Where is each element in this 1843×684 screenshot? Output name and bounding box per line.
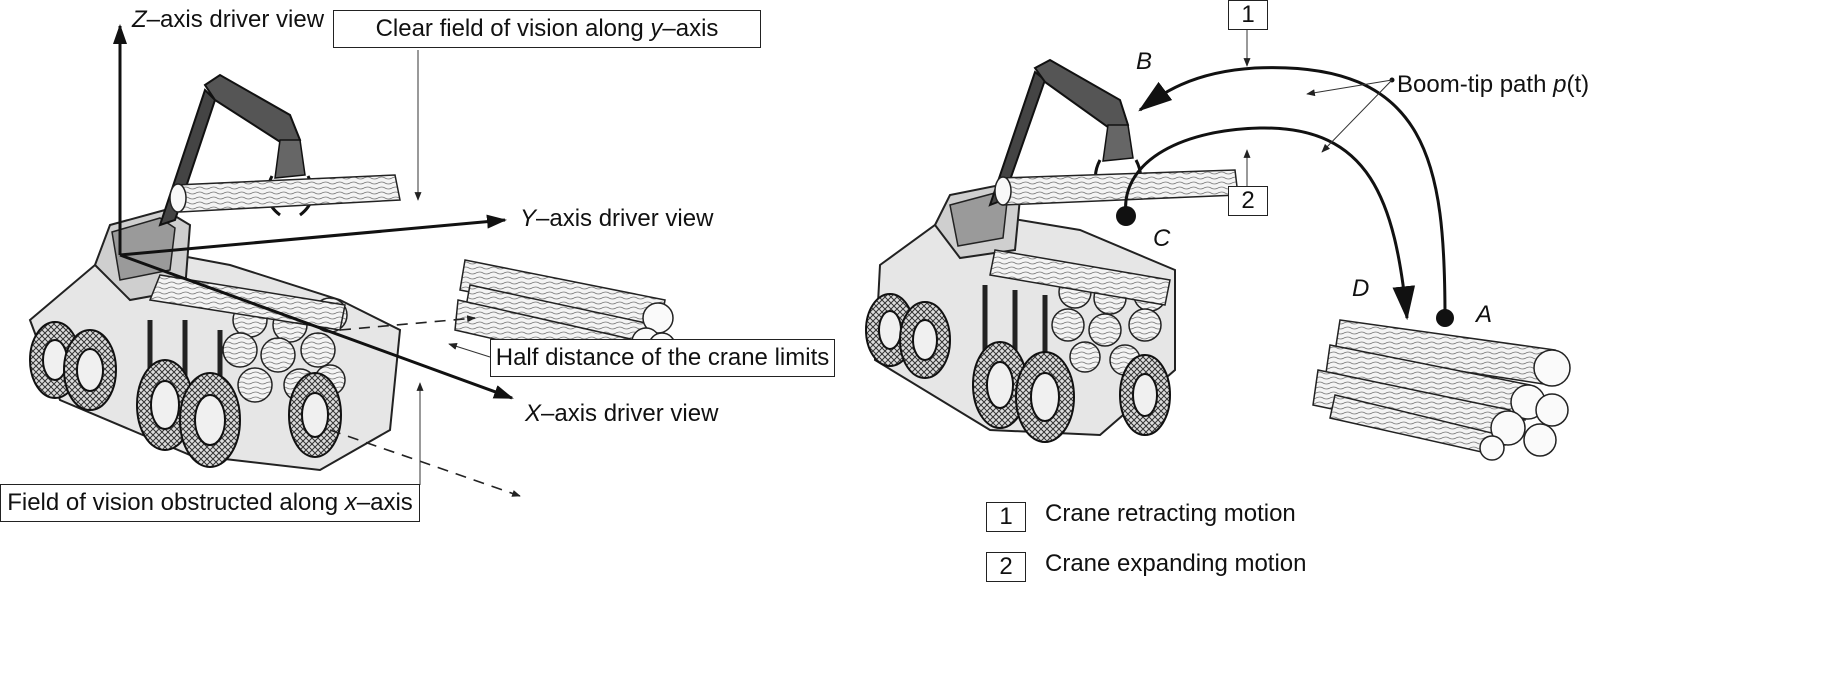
expanding-path [1124, 126, 1416, 321]
log-pile-right [1312, 319, 1571, 461]
obstructed-field-suffix: –axis [356, 489, 413, 516]
boom-tip-paths [1124, 66, 1447, 321]
boom-tip-path-label: Boom-tip path p(t) [1397, 71, 1589, 99]
forwarder-machine-right [865, 58, 1239, 443]
marker-1-box: 1 [1228, 0, 1268, 30]
y-axis-label-text: –axis driver view [536, 205, 714, 232]
clear-field-axis: y [650, 15, 663, 42]
z-axis-label: Z–axis driver view [132, 6, 324, 34]
x-axis-label-text: –axis driver view [541, 400, 719, 427]
boom-tip-path-var: p [1553, 71, 1567, 98]
point-c-label: C [1153, 225, 1171, 252]
point-b-label: B [1136, 48, 1153, 75]
callout-leaders-left [414, 50, 491, 485]
x-axis-arrow [119, 253, 514, 400]
y-axis-arrow [119, 214, 507, 257]
forwarder-machine-left [28, 73, 402, 472]
axis-arrows-left [113, 24, 514, 400]
point-c-marker [1116, 206, 1136, 226]
clear-field-text: Clear field of vision along [375, 15, 651, 42]
boom-tip-leaders [1306, 79, 1393, 153]
dashed-guides-left [329, 315, 521, 497]
legend-key-1: 1 [986, 502, 1026, 532]
z-axis-label-text: –axis driver view [146, 6, 325, 33]
x-axis-letter: X [525, 400, 542, 427]
legend-label-2: Crane expanding motion [1045, 550, 1307, 577]
marker-2-box: 2 [1228, 186, 1268, 216]
y-axis-letter: Y [520, 205, 537, 232]
obstructed-field-text: Field of vision obstructed along [7, 489, 345, 516]
z-axis-letter: Z [132, 6, 147, 33]
half-distance-box: Half distance of the crane limits [490, 339, 835, 377]
clear-field-suffix: –axis [662, 15, 719, 42]
x-axis-label: X–axis driver view [525, 400, 718, 428]
obstructed-field-axis: x [344, 489, 357, 516]
legend-key-2: 2 [986, 552, 1026, 582]
point-a-marker [1436, 309, 1454, 327]
boom-tip-path-text: Boom-tip path [1397, 71, 1554, 98]
legend-label-1: Crane retracting motion [1045, 500, 1296, 527]
point-d-label: D [1352, 275, 1370, 302]
clear-field-box: Clear field of vision along y–axis [333, 10, 761, 48]
point-a-label: A [1476, 301, 1493, 328]
boom-tip-path-arg: (t) [1566, 71, 1590, 98]
retracting-path [1138, 66, 1447, 319]
y-axis-label: Y–axis driver view [520, 205, 713, 233]
obstructed-field-box: Field of vision obstructed along x–axis [0, 484, 420, 522]
